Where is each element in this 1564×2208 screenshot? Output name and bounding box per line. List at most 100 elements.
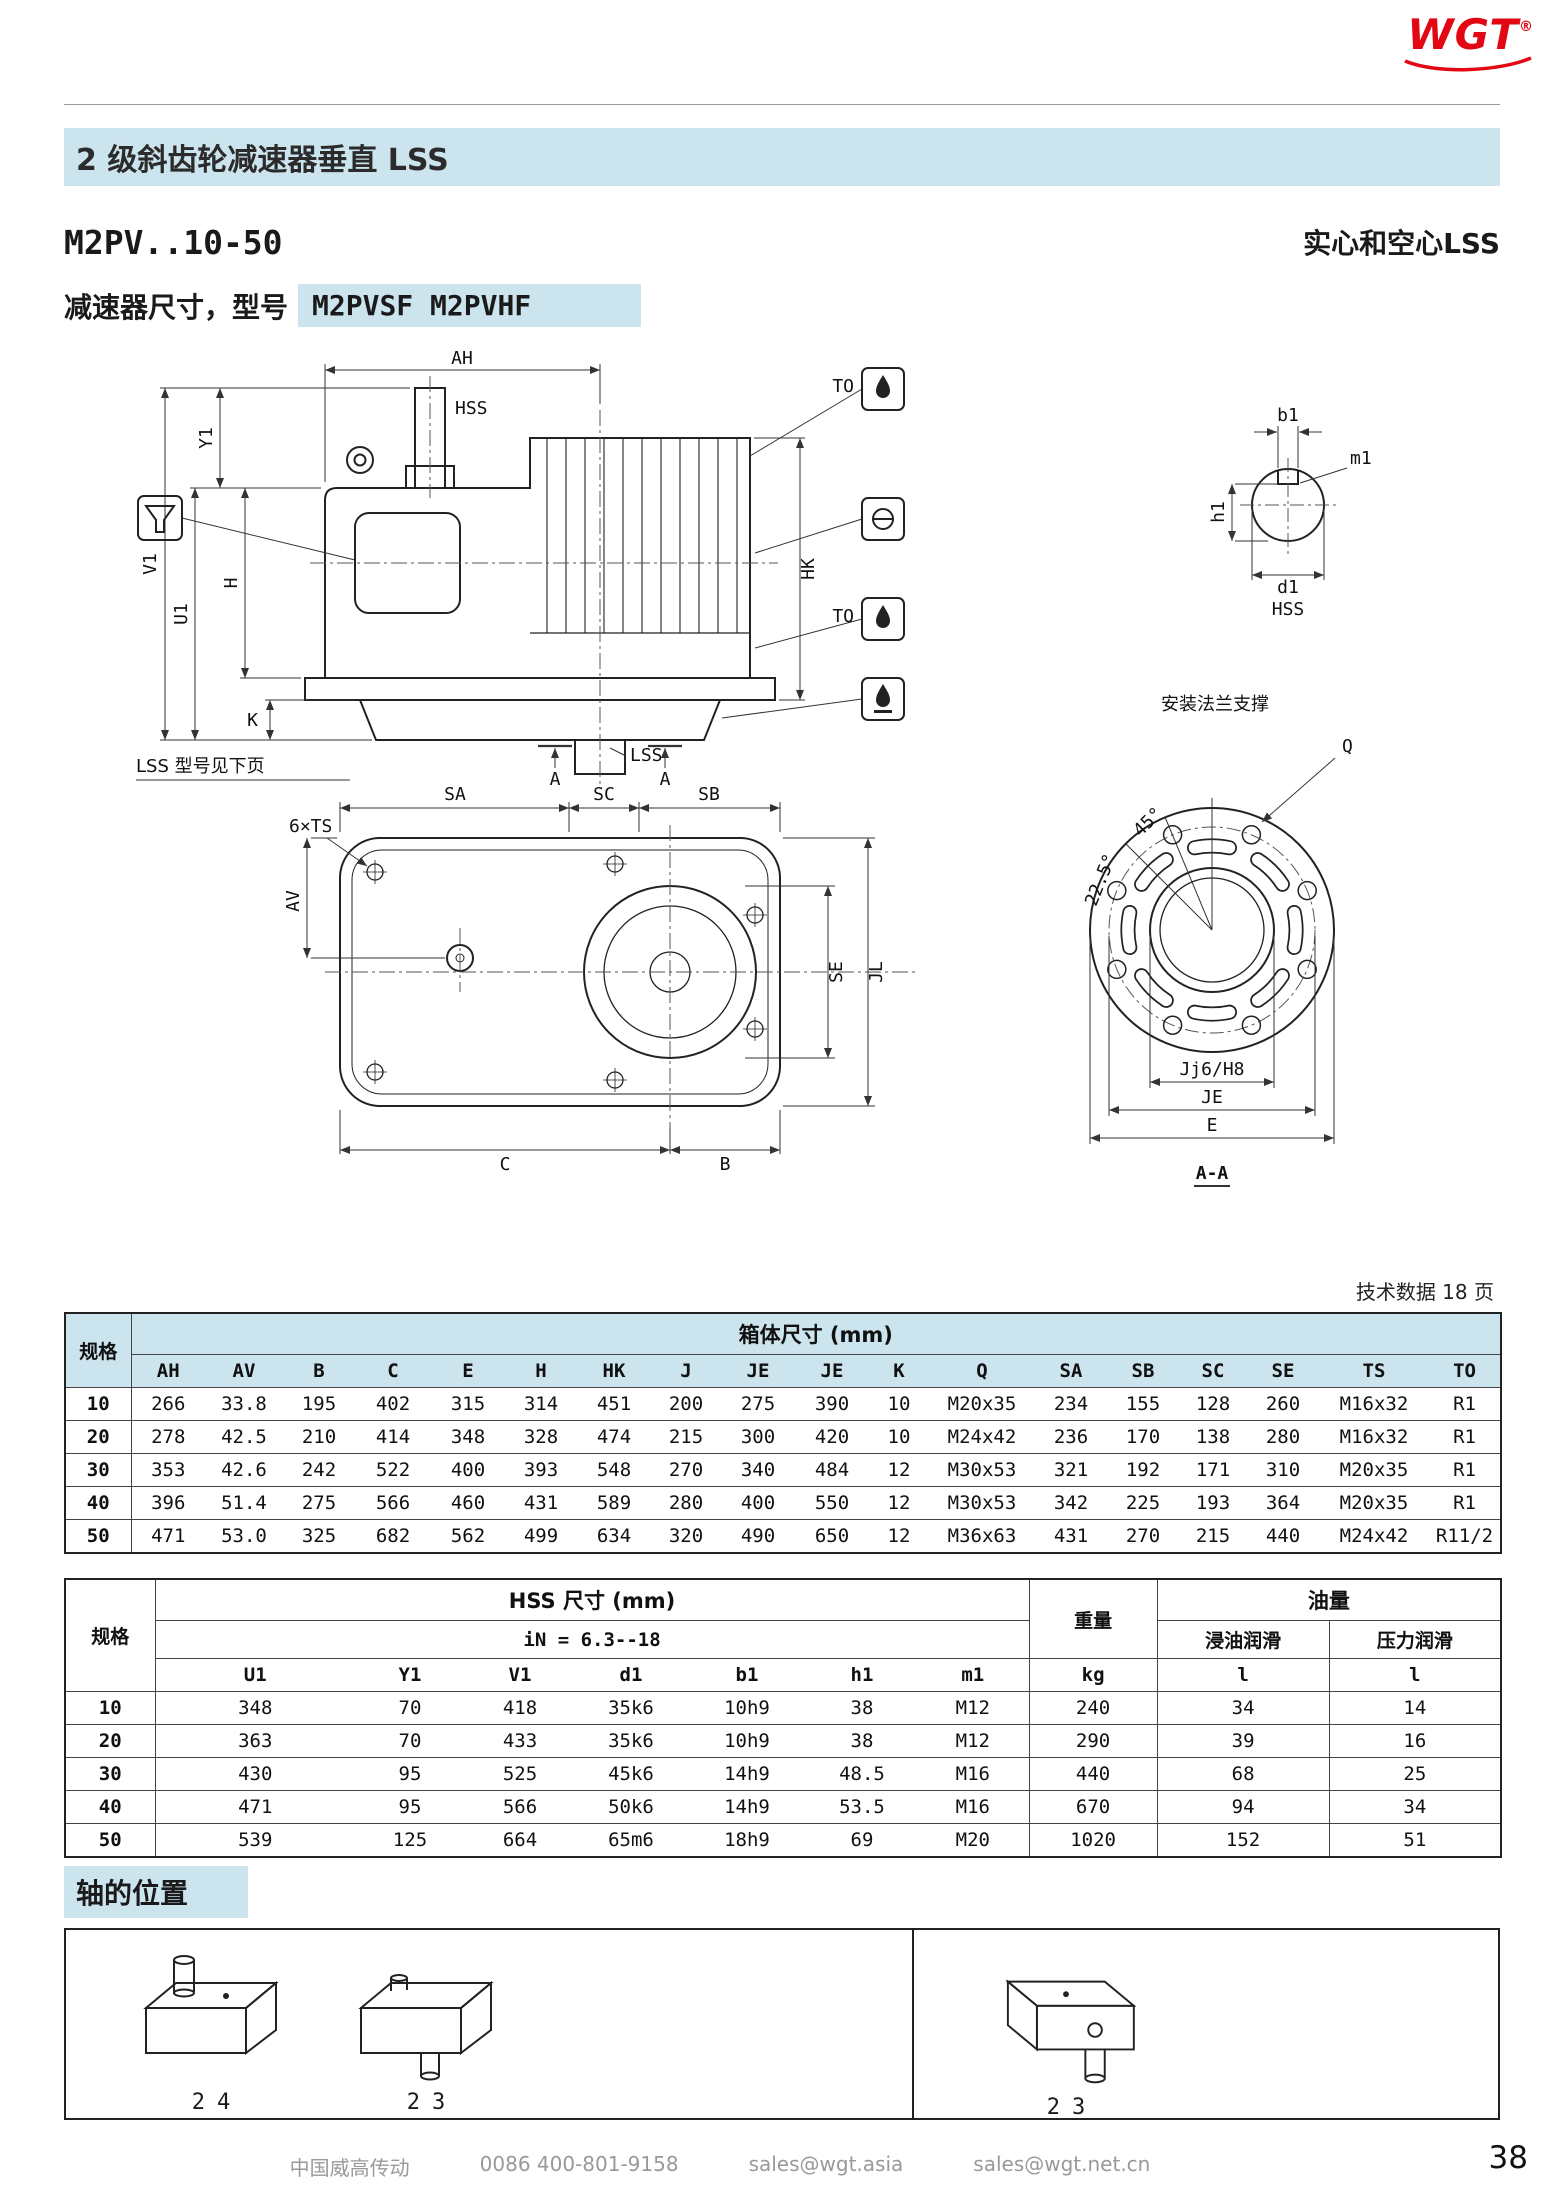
dim-label-h: H: [221, 578, 242, 589]
table1-col-header: JE: [721, 1354, 795, 1388]
shaft-position-24-drawing: [143, 1955, 279, 2056]
table1-value-cell: 400: [431, 1453, 505, 1487]
table1-value-cell: M24x42: [1319, 1519, 1429, 1553]
table2-value-cell: 10h9: [687, 1724, 807, 1758]
table2-spec-cell: 20: [65, 1724, 156, 1758]
table1-value-cell: 328: [505, 1420, 577, 1454]
mounting-flange-drawing: 安装法兰支撑: [1081, 694, 1353, 1187]
table1-value-cell: 51.4: [205, 1486, 283, 1520]
table2-spec-header: 规格: [65, 1579, 156, 1692]
table1-value-cell: 431: [1035, 1519, 1107, 1553]
table2-title: HSS 尺寸 (mm): [155, 1579, 1030, 1621]
table1-value-cell: 128: [1179, 1387, 1247, 1421]
table1-value-cell: M20x35: [929, 1387, 1035, 1421]
dim-label-d1: d1: [1277, 577, 1299, 598]
table1-value-cell: M30x53: [929, 1453, 1035, 1487]
table2-weight-cell: 670: [1028, 1790, 1158, 1824]
table2-value-cell: 471: [155, 1790, 355, 1824]
table1-value-cell: 12: [869, 1453, 929, 1487]
subtitle-row: 减速器尺寸，型号 M2PVSF M2PVHF: [64, 284, 642, 327]
table2-weight-cell: 440: [1028, 1757, 1158, 1791]
dim-label-av: AV: [283, 890, 304, 912]
oil-drain-icon: [861, 677, 905, 721]
table1-value-cell: 440: [1247, 1519, 1319, 1553]
dim-label-y1: Y1: [196, 427, 217, 449]
table1-value-cell: 193: [1179, 1486, 1247, 1520]
footer-email-2: sales@wgt.net.cn: [973, 2152, 1151, 2176]
table2-header: 规格 HSS 尺寸 (mm) 重量 油量 iN = 6.3--18 浸油润滑 压…: [65, 1579, 1502, 1692]
table2-oil1-unit: l: [1156, 1658, 1330, 1692]
table1-spec-cell: 40: [65, 1486, 132, 1520]
shaft-centerlines: [1240, 458, 1336, 558]
dim-label-c: C: [500, 1154, 511, 1175]
section-title: 2 级斜齿轮减速器垂直 LSS: [76, 143, 449, 178]
table2-value-cell: 18h9: [687, 1823, 807, 1857]
table1-spec-cell: 30: [65, 1453, 132, 1487]
lss-note: LSS 型号见下页: [136, 756, 265, 777]
shaft-end-drawing: b1 m1 h1 d1 HSS: [1208, 405, 1372, 620]
section-label-aa: A-A: [1196, 1163, 1229, 1184]
table2-col-header: V1: [465, 1658, 575, 1692]
bolt-holes: [1107, 825, 1317, 1035]
dim-label-k: K: [247, 710, 258, 731]
table2-value-cell: 14h9: [687, 1790, 807, 1824]
table1-spec-cell: 50: [65, 1519, 132, 1553]
table1-value-cell: 634: [577, 1519, 651, 1553]
table1-value-cell: 270: [651, 1453, 721, 1487]
dim-label-v1: V1: [140, 553, 161, 575]
table2-value-cell: 38: [807, 1724, 917, 1758]
section-label-a1: A: [550, 769, 561, 788]
model-row: M2PV..10-50 实心和空心LSS: [64, 222, 1500, 262]
footer-phone: 0086 400-801-9158: [479, 2152, 679, 2176]
table1-col-header: J: [651, 1354, 721, 1388]
shaft-position-title-text: 轴的位置: [64, 1866, 249, 1918]
table2-weight-cell: 240: [1028, 1691, 1158, 1725]
table1-col-header: SE: [1247, 1354, 1319, 1388]
dim-label-u1: U1: [171, 603, 192, 625]
table1-value-cell: R1: [1429, 1486, 1502, 1520]
table1-value-cell: 414: [355, 1420, 431, 1454]
table1-value-cell: 53.0: [205, 1519, 283, 1553]
table2-col-header: d1: [575, 1658, 687, 1692]
dim-label-sa: SA: [444, 784, 466, 805]
table2-col-header: U1: [155, 1658, 355, 1692]
table1-value-cell: 170: [1107, 1420, 1179, 1454]
table1-value-cell: 266: [131, 1387, 205, 1421]
table1-value-cell: R1: [1429, 1387, 1502, 1421]
dim-label-ah: AH: [451, 348, 473, 369]
shaft-position-23b-drawing: [1005, 1979, 1137, 2084]
table2-ratio: iN = 6.3--18: [155, 1620, 1030, 1659]
table2-oil2-cell: 25: [1328, 1757, 1502, 1791]
table1-value-cell: 270: [1107, 1519, 1179, 1553]
table1-value-cell: 566: [355, 1486, 431, 1520]
table1-value-cell: 400: [721, 1486, 795, 1520]
table1-value-cell: 499: [505, 1519, 577, 1553]
subtitle-label: 减速器尺寸，型号: [64, 290, 289, 324]
table2-spec-cell: 40: [65, 1790, 156, 1824]
table1-value-cell: 484: [795, 1453, 869, 1487]
table2-spec-cell: 10: [65, 1691, 156, 1725]
table2-weight-header: 重量: [1028, 1579, 1158, 1659]
table1-value-cell: 260: [1247, 1387, 1319, 1421]
table2-oil1-cell: 68: [1156, 1757, 1330, 1791]
table1-value-cell: 471: [131, 1519, 205, 1553]
dim-label-h1: h1: [1208, 501, 1229, 523]
section-label-a2: A: [660, 769, 671, 788]
table1-value-cell: 42.6: [205, 1453, 283, 1487]
table1-col-header: B: [283, 1354, 355, 1388]
table2-oil2-cell: 34: [1328, 1790, 1502, 1824]
table1-value-cell: 562: [431, 1519, 505, 1553]
table1-value-cell: 12: [869, 1486, 929, 1520]
table1-col-header: SA: [1035, 1354, 1107, 1388]
page-number: 38: [1488, 2140, 1528, 2176]
